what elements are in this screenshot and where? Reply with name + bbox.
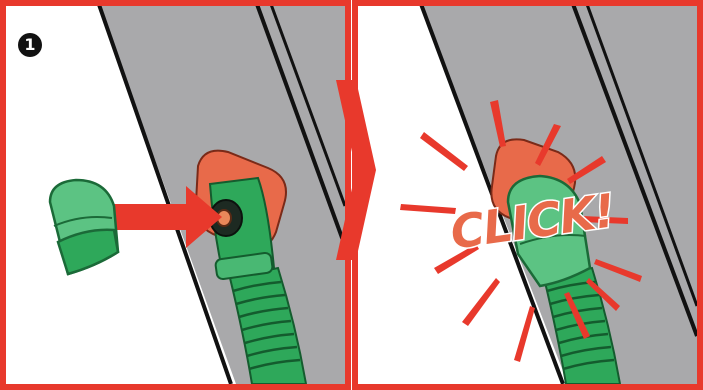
step-number-badge: 1: [18, 33, 42, 57]
green-end-cap: [48, 178, 120, 276]
connector-collar: [214, 251, 274, 281]
arrow-right-icon: [110, 186, 222, 248]
chevron-right-icon: [336, 80, 376, 260]
step-2-illustration: CLICK!: [400, 6, 697, 384]
wall-edge-line: [97, 6, 233, 384]
rail-line: [270, 6, 345, 207]
tube-ridges: [546, 280, 615, 371]
tube-ridges: [232, 280, 301, 371]
step-2-panel: CLICK!: [352, 0, 703, 390]
burst-lines-icon: [400, 100, 642, 362]
rail-line: [571, 6, 697, 337]
step-1-panel: 1: [0, 0, 351, 390]
capped-connector: [506, 174, 592, 288]
rail-line: [255, 6, 345, 247]
rail-line: [586, 6, 697, 307]
step-1-illustration: [48, 6, 345, 384]
